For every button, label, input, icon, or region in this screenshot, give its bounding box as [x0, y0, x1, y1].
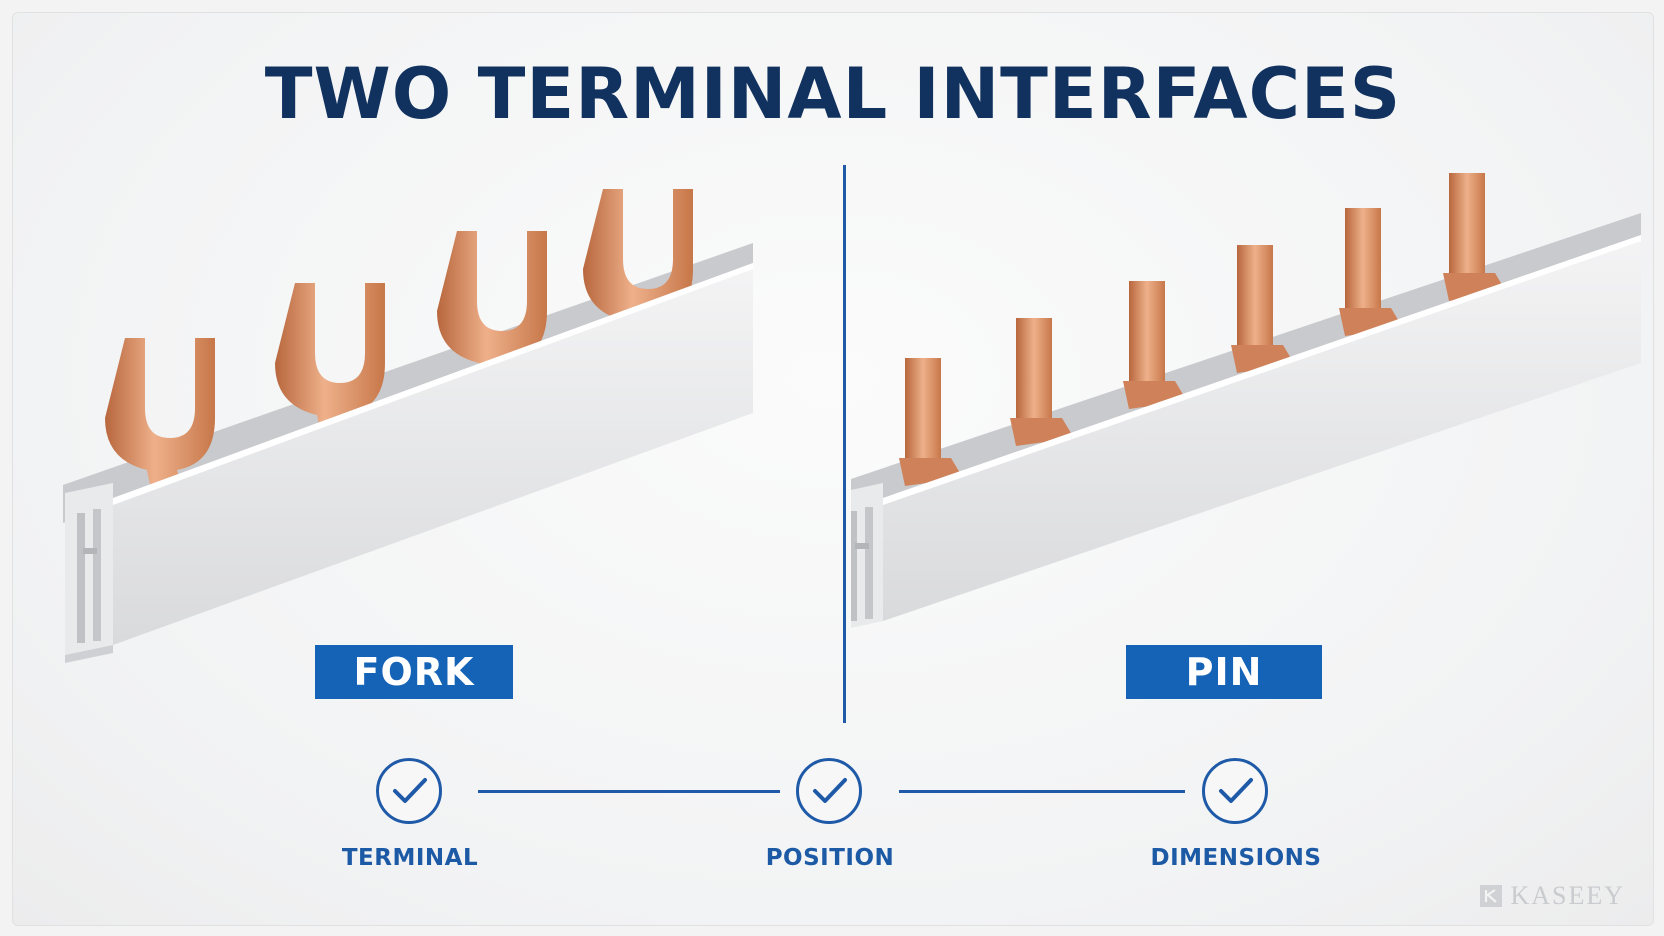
feature-connector-line	[899, 790, 1185, 793]
infographic-card: TWO TERMINAL INTERFACES	[12, 12, 1654, 926]
check-circle-icon	[376, 758, 442, 824]
feature-label-dimensions: DIMENSIONS	[1150, 845, 1322, 871]
fork-label: FORK	[315, 645, 513, 699]
feature-label-position: POSITION	[765, 845, 895, 871]
feature-label-terminal: TERMINAL	[341, 845, 479, 871]
check-circle-icon	[1202, 758, 1268, 824]
pin-label: PIN	[1126, 645, 1322, 699]
fork-busbar-image	[13, 153, 773, 733]
pin-busbar-image	[851, 153, 1651, 733]
page-title: TWO TERMINAL INTERFACES	[264, 53, 1402, 135]
kaseey-logo-icon	[1480, 885, 1503, 907]
watermark-text: KASEEY	[1510, 881, 1625, 910]
pin-terminals	[899, 173, 1507, 486]
watermark: KASEEY	[1480, 881, 1625, 911]
feature-connector-line	[478, 790, 780, 793]
center-divider	[843, 165, 846, 723]
check-circle-icon	[796, 758, 862, 824]
